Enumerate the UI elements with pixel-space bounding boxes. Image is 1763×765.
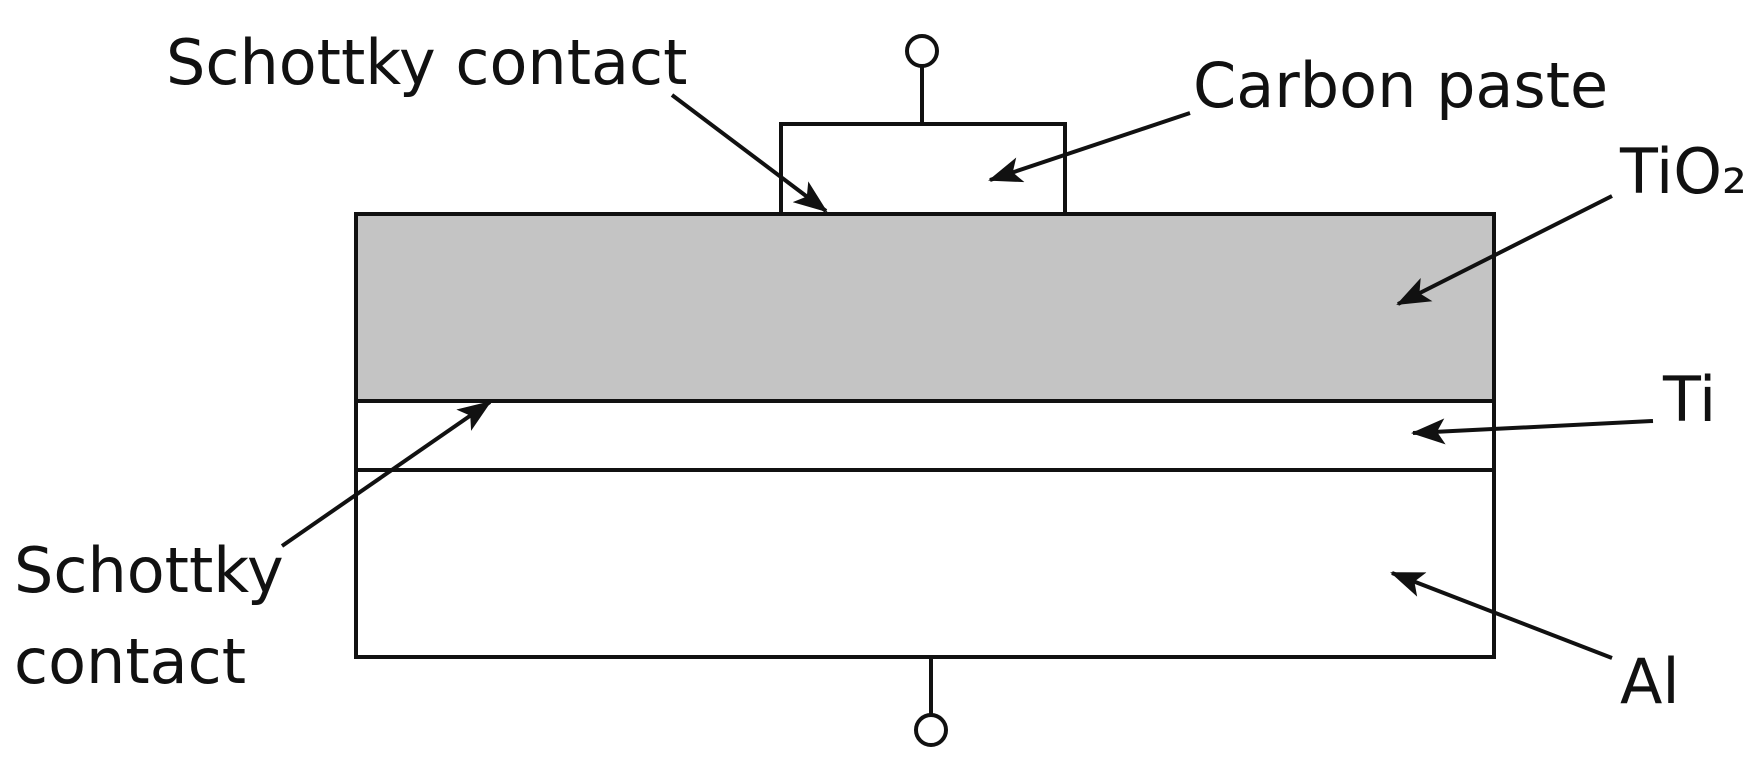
label-tio2: TiO₂ (1619, 135, 1747, 208)
top-terminal (905, 34, 939, 68)
arrow-tio2 (1396, 194, 1613, 306)
arrow-carbon-paste (988, 111, 1191, 183)
ti-layer (354, 399, 1496, 472)
arrow-schottky-top (670, 93, 828, 213)
label-ti: Ti (1662, 363, 1716, 436)
label-schottky-contact-bottom-line2: contact (14, 625, 246, 698)
bottom-terminal (914, 713, 948, 747)
label-al: Al (1620, 645, 1680, 718)
label-schottky-contact-top: Schottky contact (166, 26, 687, 99)
tio2-layer (354, 212, 1496, 403)
arrow-ti (1411, 418, 1654, 445)
arrow-al (1390, 571, 1613, 660)
al-layer (354, 468, 1496, 659)
label-schottky-contact-bottom-line1: Schottky (14, 534, 284, 607)
label-carbon-paste: Carbon paste (1193, 49, 1608, 122)
arrow-schottky-bottom (280, 400, 492, 548)
